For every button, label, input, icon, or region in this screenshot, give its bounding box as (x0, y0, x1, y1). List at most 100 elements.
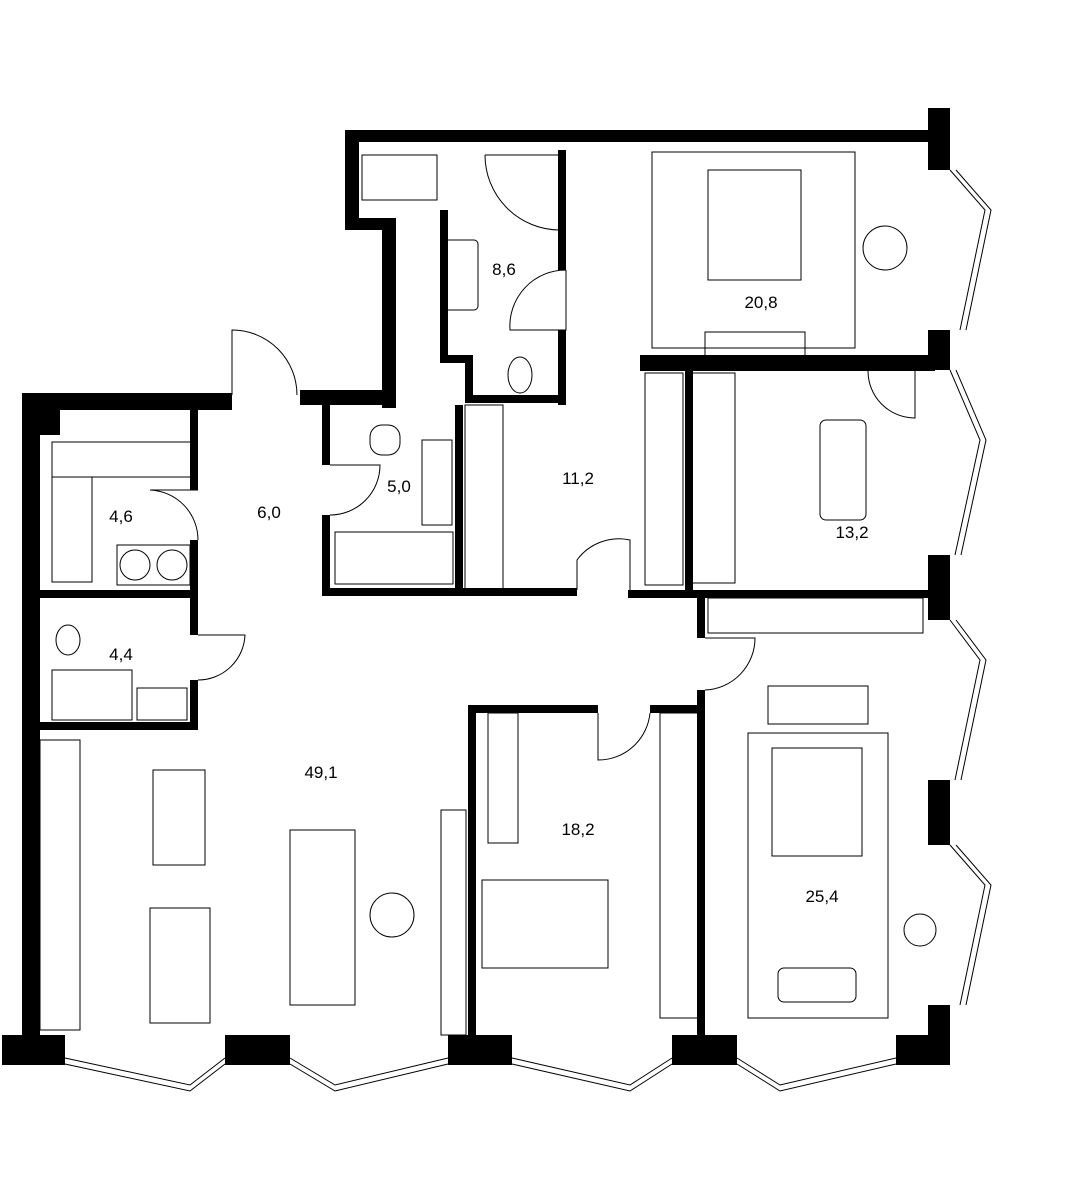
doors (149, 269, 916, 761)
wall (928, 108, 950, 170)
furniture-item (707, 169, 802, 281)
room-area-bathroom-master: 8,6 (492, 260, 516, 279)
room-area-laundry: 4,6 (109, 507, 133, 526)
wall (190, 405, 198, 490)
window-glazing (64, 1063, 226, 1092)
window-glazing (949, 619, 981, 781)
door-swing (509, 269, 567, 331)
window-glazing (511, 1063, 673, 1092)
wall (322, 588, 577, 596)
wall (2, 1035, 65, 1065)
furniture-item (487, 712, 519, 844)
wall (685, 370, 693, 595)
room-area-living-kitchen: 49,1 (304, 763, 337, 782)
window-glazing (955, 169, 992, 331)
window-glazing (949, 844, 986, 1006)
wall (465, 395, 560, 403)
room-area-bedroom-north: 20,8 (744, 293, 777, 312)
furniture-item (771, 747, 863, 857)
door-swing (149, 489, 199, 541)
wall (465, 355, 473, 400)
door-swing (867, 370, 916, 419)
toilet (507, 356, 533, 394)
furniture-item (51, 441, 193, 478)
wall (190, 540, 198, 635)
wall (650, 705, 705, 713)
wall (345, 130, 940, 142)
window-glazing (736, 1063, 897, 1092)
wall (40, 590, 198, 598)
door-swing (197, 634, 246, 681)
wall (225, 1035, 290, 1065)
wall (382, 218, 396, 408)
window-glazing (949, 169, 986, 331)
furniture-item (707, 597, 924, 634)
wall (558, 150, 566, 270)
window-glazing (736, 1057, 897, 1086)
wall (345, 130, 359, 230)
room-area-corridor: 11,2 (562, 469, 594, 488)
wall (468, 705, 598, 713)
furniture-item (39, 739, 81, 1031)
wall (322, 515, 330, 595)
room-area-bedroom-east: 13,2 (835, 523, 868, 542)
room-area-shower-room: 4,4 (109, 645, 133, 664)
window-glazing (955, 369, 987, 556)
window-glazing (949, 369, 981, 556)
wall (440, 355, 470, 363)
room-area-bathroom-small: 5,0 (387, 477, 411, 496)
furniture-round (862, 225, 908, 271)
furniture-item (149, 907, 211, 1024)
wall (697, 690, 705, 1040)
furniture-item (464, 404, 504, 591)
furniture-item (689, 372, 736, 584)
furniture-item (361, 154, 438, 201)
furniture-item (442, 239, 479, 311)
window-glazing (955, 844, 992, 1006)
wall (558, 330, 566, 405)
furniture-item (136, 687, 188, 721)
door-swing (576, 538, 631, 590)
wall (928, 780, 950, 845)
furniture-round (156, 549, 188, 581)
wall (455, 405, 463, 595)
furniture-item (651, 151, 856, 349)
wall (322, 405, 330, 465)
wall (928, 555, 950, 620)
furniture-item (440, 809, 467, 1036)
wall (40, 405, 60, 435)
furniture-item (116, 544, 191, 586)
wall (896, 1035, 950, 1065)
room-area-bedroom-south: 18,2 (561, 820, 594, 839)
furniture-item (704, 331, 806, 357)
furniture-item (369, 424, 401, 456)
room-area-hall: 6,0 (257, 503, 281, 522)
room-labels: 8,6 20,8 11,2 6,0 5,0 4,6 13,2 4,4 49,1 … (109, 260, 868, 906)
wall (672, 1035, 737, 1065)
furniture-item (51, 476, 93, 583)
furniture-item (334, 531, 454, 585)
wall (22, 393, 232, 410)
furniture-round (903, 913, 937, 947)
wall (190, 680, 198, 730)
furniture (39, 151, 937, 1036)
wall (448, 1035, 512, 1065)
furniture-round (369, 892, 415, 938)
furniture-item (659, 712, 699, 1019)
wall (697, 598, 705, 638)
door-swing (231, 329, 298, 396)
furniture-item (819, 419, 867, 521)
furniture-item (481, 879, 609, 969)
wall (22, 393, 40, 1043)
wall (468, 705, 476, 1040)
windows (64, 169, 992, 1092)
window-glazing (289, 1063, 449, 1092)
furniture-round (119, 549, 151, 581)
wall (628, 590, 938, 598)
furniture-item (777, 967, 857, 1003)
door-swing (329, 464, 381, 516)
door-swing (704, 637, 756, 691)
furniture-item (644, 372, 684, 586)
furniture-item (51, 669, 133, 721)
